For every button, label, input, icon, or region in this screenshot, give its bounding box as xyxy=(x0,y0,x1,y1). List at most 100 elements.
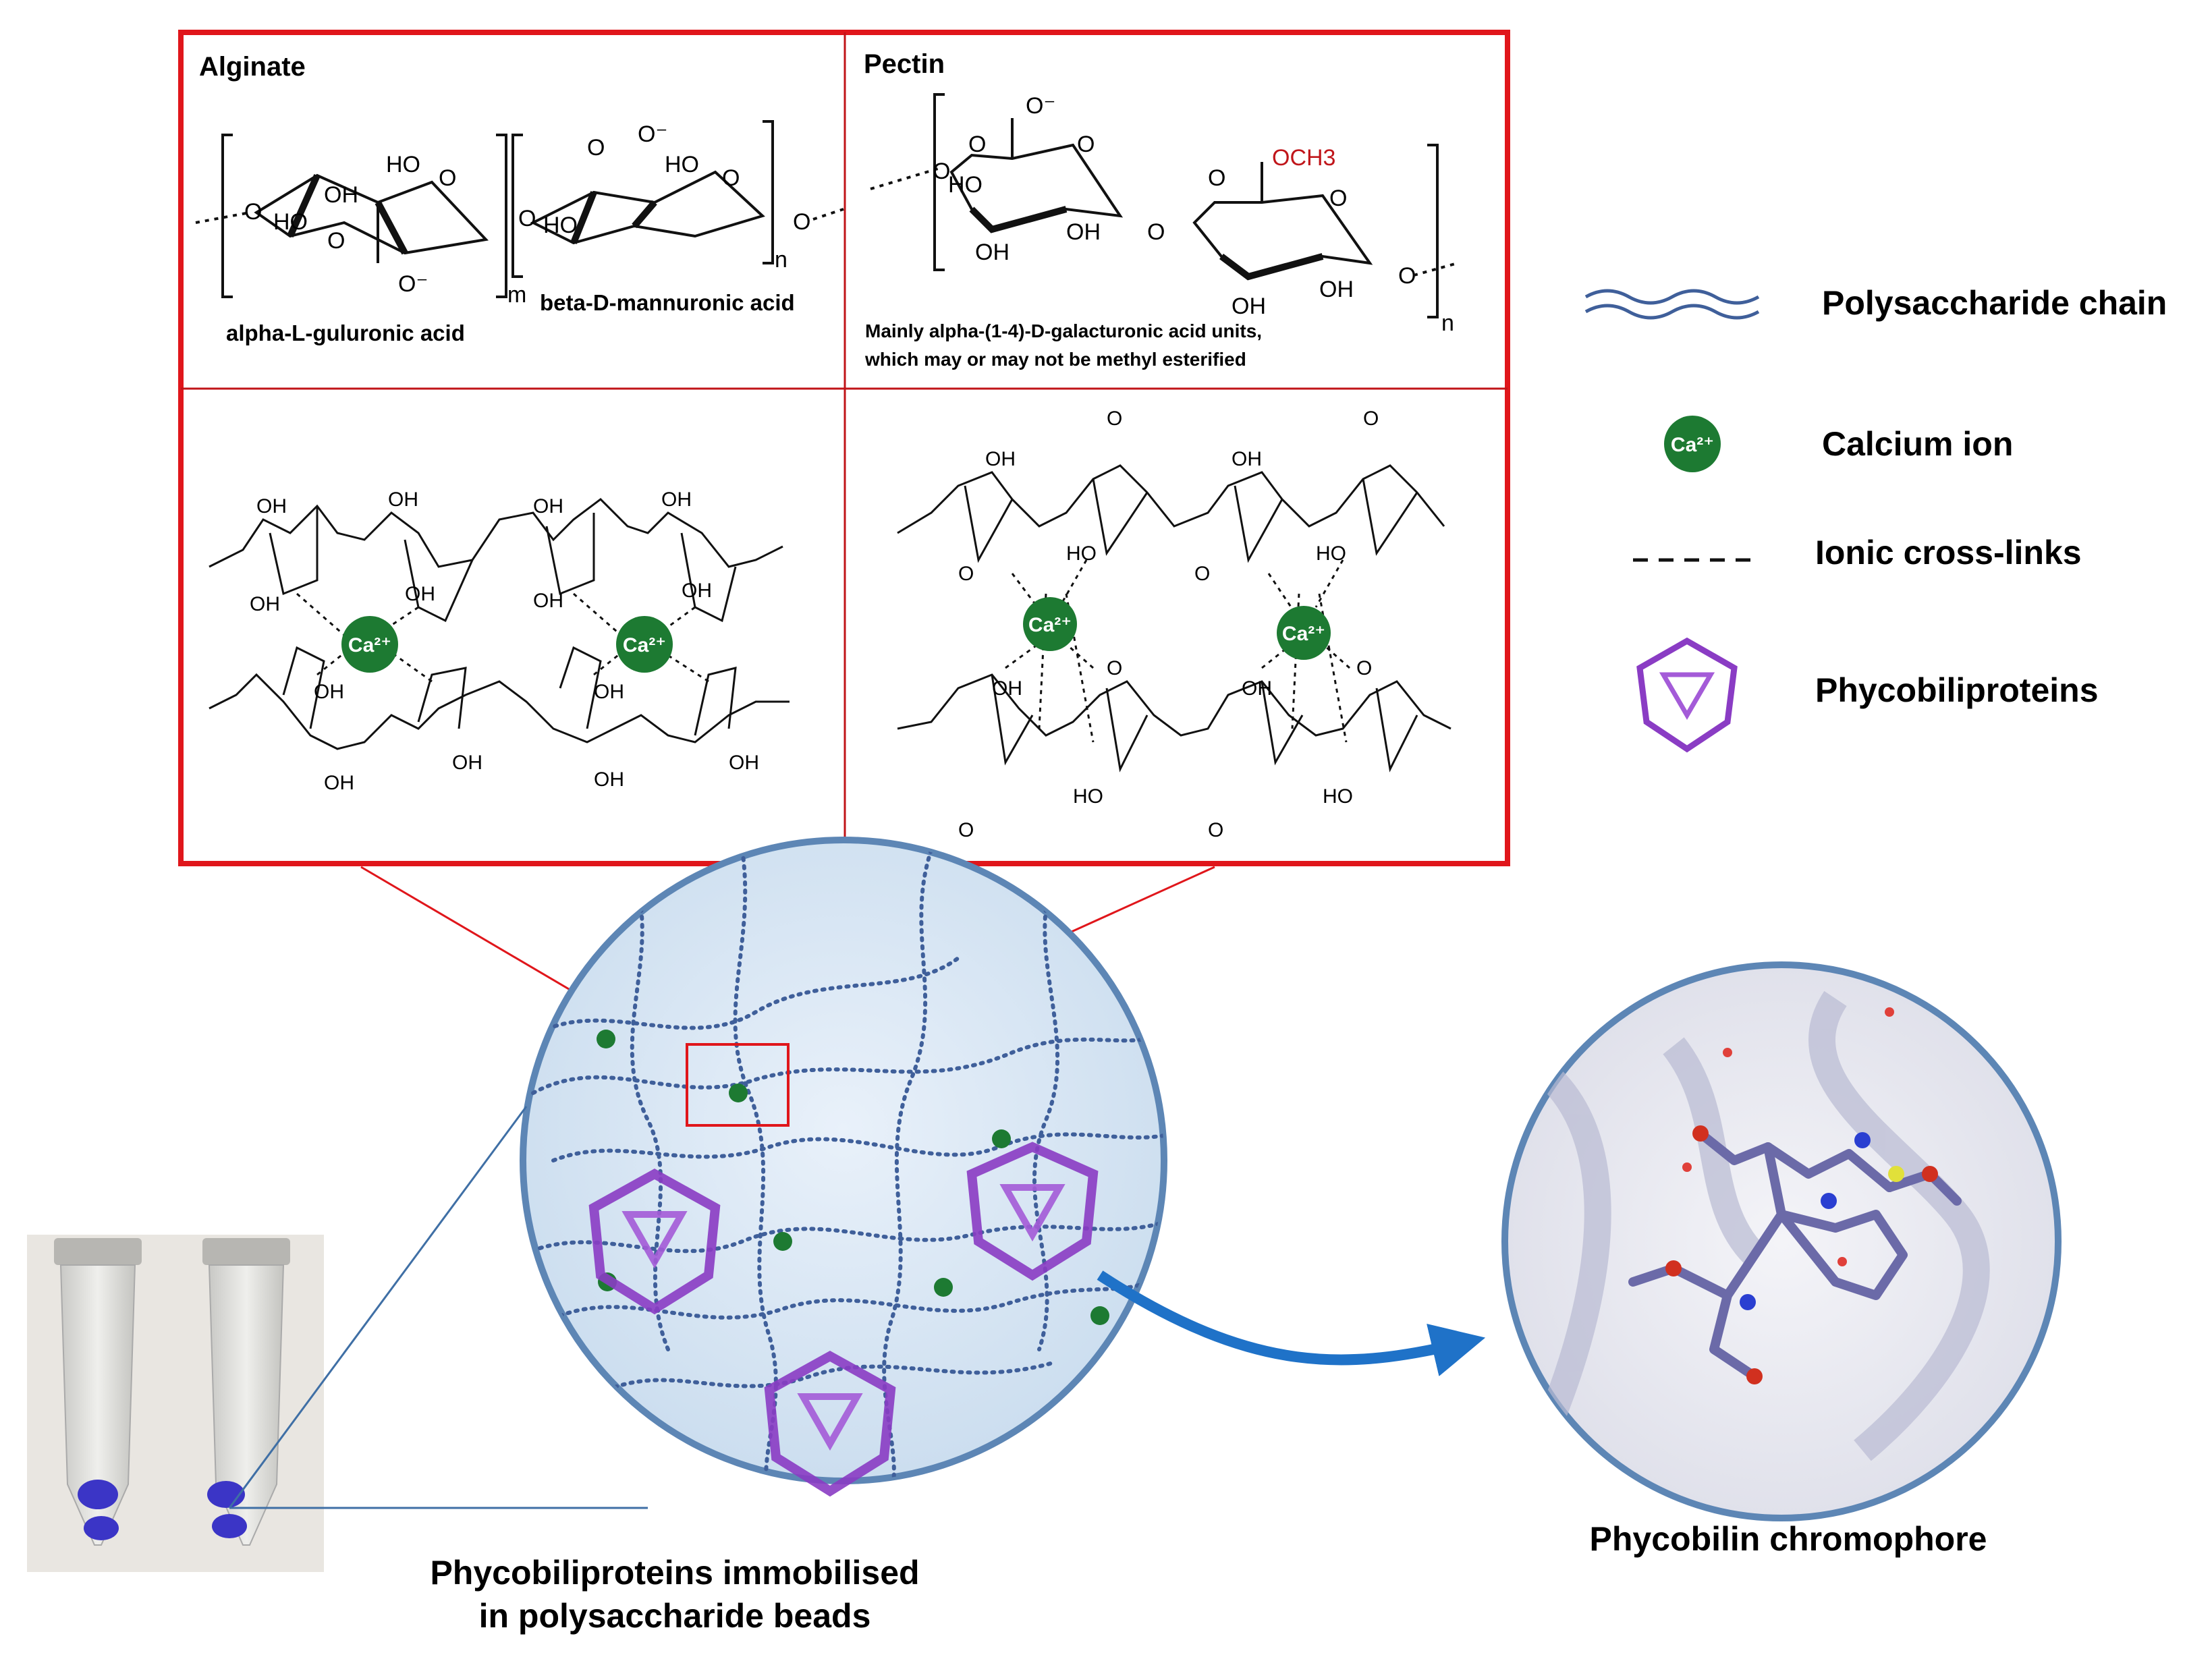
polysaccharide-bead xyxy=(520,837,1167,1497)
svg-text:O: O xyxy=(439,165,456,191)
pectin-ca-label-2: Ca²⁺ xyxy=(1282,623,1325,645)
eggbox-oh-a13: OH xyxy=(594,768,624,791)
pectin-calcium-ion-2: Ca²⁺ xyxy=(1277,606,1331,660)
eggbox-oh-a5: OH xyxy=(250,593,280,615)
eggbox-o-p8: O xyxy=(1208,819,1223,841)
pectin-eggbox-labels: OH OH O O O O HO HO O O HO HO OH OH O O xyxy=(958,408,1379,841)
eggbox-oh-a7: OH xyxy=(405,583,435,605)
tube-left xyxy=(54,1238,142,1546)
pectin-eggbox-panel xyxy=(897,464,1451,773)
pectin-calcium-ion-1: Ca²⁺ xyxy=(1023,597,1077,651)
eggbox-oh-p2: OH xyxy=(1232,448,1262,470)
tube-to-bead-lines xyxy=(228,1106,648,1509)
eggbox-o-p3: O xyxy=(958,563,974,585)
alginate-calcium-ion-2: Ca²⁺ xyxy=(616,616,673,673)
svg-text:O: O xyxy=(1077,132,1095,157)
legend: Polysaccharide chain Ca²⁺ Calcium ion Io… xyxy=(1584,284,2167,753)
svg-text:O: O xyxy=(1329,186,1347,211)
eggbox-oh-a14: OH xyxy=(729,752,759,774)
eggbox-oh-a12: OH xyxy=(452,752,482,774)
eggbox-oh-a11: OH xyxy=(324,772,354,794)
protein-icon xyxy=(1636,637,1738,753)
eggbox-oh-a8: OH xyxy=(682,580,712,602)
eggbox-o-p1: O xyxy=(1107,408,1122,430)
alginate-title: Alginate xyxy=(199,52,306,82)
eggbox-ho-p3: HO xyxy=(1073,785,1103,808)
tube-photo xyxy=(27,1235,324,1572)
pectin-caption-line1: Mainly alpha-(1-4)-D-galacturonic acid u… xyxy=(865,320,1262,341)
alginate-ominus-1: O⁻ xyxy=(398,271,428,297)
eggbox-oh-a3: OH xyxy=(533,495,563,517)
eggbox-oh-p4: OH xyxy=(1242,677,1272,700)
eggbox-o-p2: O xyxy=(1363,408,1379,430)
alginate-eggbox-labels: OH OH OH OH OH OH OH OH OH OH OH OH OH O… xyxy=(250,488,759,794)
chromophore-caption: Phycobilin chromophore xyxy=(1590,1520,1987,1558)
alginate-unit-left: alpha-L-guluronic acid xyxy=(226,320,465,345)
svg-text:O: O xyxy=(933,159,950,184)
svg-text:O: O xyxy=(518,206,536,231)
alginate-ho-1: HO xyxy=(273,209,308,235)
alginate-ho-3: HO xyxy=(543,213,578,238)
pectin-ho-1: HO xyxy=(948,172,983,198)
alginate-ca-label-2: Ca²⁺ xyxy=(623,634,666,656)
legend-label-crosslinks: Ionic cross-links xyxy=(1815,534,2082,571)
eggbox-oh-a1: OH xyxy=(256,495,287,517)
bead-protein-cluster-1 xyxy=(588,1168,721,1315)
pectin-methyl: OCH3 xyxy=(1272,145,1335,171)
pectin-caption-line2: which may or may not be methyl esterifie… xyxy=(864,349,1246,370)
alginate-o-2: O xyxy=(587,135,605,161)
bead-protein-cluster-3 xyxy=(764,1350,896,1497)
eggbox-oh-p3: OH xyxy=(992,677,1022,700)
pectin-o-1: O xyxy=(968,132,986,157)
bead-protein-cluster-2 xyxy=(966,1142,1099,1281)
alginate-sub-n: n xyxy=(775,247,787,273)
svg-text:O: O xyxy=(244,199,262,225)
alginate-structure-panel: Alginate m n O HO HO O O O⁻ OH O HO HO O… xyxy=(195,52,844,345)
pectin-oh-1: OH xyxy=(975,240,1010,265)
bead-caption-line1: Phycobiliproteins immobilised xyxy=(430,1554,919,1592)
pectin-structure-panel: Pectin n O O⁻ O O HO OH OH O O OCH3 O OH… xyxy=(864,49,1458,370)
eggbox-oh-a6: OH xyxy=(533,590,563,612)
pectin-ca-label-1: Ca²⁺ xyxy=(1028,614,1072,636)
alginate-calcium-ion-1: Ca²⁺ xyxy=(341,616,398,673)
alginate-unit-right: beta-D-mannuronic acid xyxy=(540,290,795,315)
svg-text:O: O xyxy=(1398,263,1416,289)
alginate-sub-m: m xyxy=(507,282,526,308)
alginate-oh-1: OH xyxy=(324,182,358,208)
eggbox-o-p5: O xyxy=(1107,657,1122,679)
bead-zoom-box xyxy=(686,1043,790,1127)
eggbox-ho-p2: HO xyxy=(1316,542,1346,565)
legend-label-calcium: Calcium ion xyxy=(1822,425,2013,463)
bead-calcium-ions xyxy=(597,1030,1109,1325)
calcium-ion-icon: Ca²⁺ xyxy=(1664,416,1721,472)
pectin-title: Pectin xyxy=(864,49,945,79)
eggbox-o-p7: O xyxy=(958,819,974,841)
pectin-oh-2: OH xyxy=(1066,219,1101,245)
chromophore-view xyxy=(1501,961,2062,1521)
legend-ca-text: Ca²⁺ xyxy=(1671,434,1714,456)
eggbox-oh-a2: OH xyxy=(388,488,418,511)
eggbox-o-p6: O xyxy=(1356,657,1372,679)
eggbox-oh-a9: OH xyxy=(314,681,344,703)
alginate-o-1: O xyxy=(327,228,345,254)
eggbox-ho-p4: HO xyxy=(1323,785,1353,808)
eggbox-oh-a10: OH xyxy=(594,681,624,703)
alginate-ho-4: HO xyxy=(665,152,699,177)
eggbox-ho-p1: HO xyxy=(1066,542,1097,565)
chemistry-panel-frame xyxy=(178,30,1510,866)
eggbox-oh-a4: OH xyxy=(661,488,692,511)
legend-label-proteins: Phycobiliproteins xyxy=(1815,671,2099,709)
pectin-o-2: O xyxy=(1208,165,1225,191)
chromophore-arrow xyxy=(1097,1270,1486,1376)
pectin-oh-4: OH xyxy=(1319,277,1354,302)
chromophore-atoms xyxy=(1665,1007,1938,1384)
svg-text:O: O xyxy=(1147,219,1165,245)
pectin-sub-n: n xyxy=(1441,310,1454,336)
tube-right xyxy=(202,1238,290,1546)
svg-text:O: O xyxy=(793,209,810,235)
eggbox-o-p4: O xyxy=(1194,563,1210,585)
alginate-ominus-2: O⁻ xyxy=(638,121,667,147)
legend-label-chain: Polysaccharide chain xyxy=(1822,284,2167,322)
wavy-chain-icon xyxy=(1584,289,1760,320)
